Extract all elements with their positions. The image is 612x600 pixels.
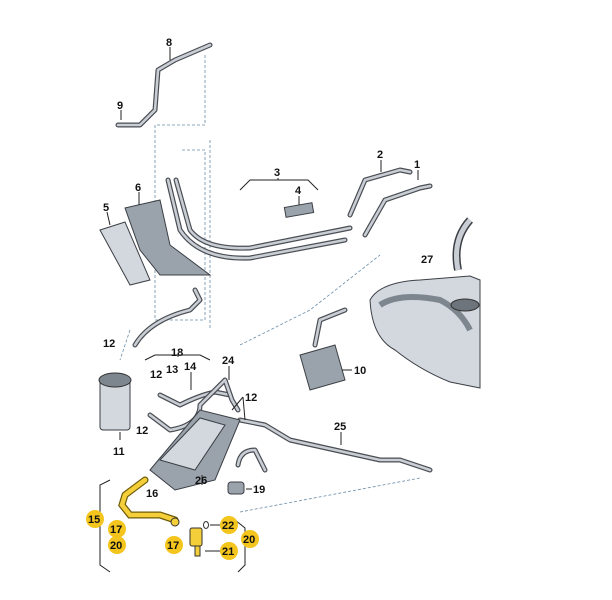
- label-6: 6: [135, 182, 141, 194]
- brackets: [99, 199, 212, 286]
- label-1: 1: [414, 159, 420, 171]
- label-17: 17: [110, 524, 122, 536]
- label-13: 13: [166, 364, 178, 376]
- label-19: 19: [253, 484, 265, 496]
- label-4: 4: [295, 185, 302, 197]
- fuel-tank: [369, 217, 481, 389]
- label-17: 17: [167, 540, 179, 552]
- label-27: 27: [421, 254, 433, 266]
- part-labels: 1 2 3 4 5 6 8 9 10 11 12 12 12 12 13 14 …: [103, 37, 433, 500]
- label-5: 5: [103, 202, 109, 214]
- label-20: 20: [110, 540, 122, 552]
- label-12: 12: [150, 369, 162, 381]
- pump-unit: [299, 307, 348, 391]
- label-22: 22: [222, 520, 234, 532]
- label-12: 12: [136, 425, 148, 437]
- label-12: 12: [103, 338, 115, 350]
- clip: [227, 481, 245, 495]
- label-9: 9: [117, 100, 123, 112]
- label-10: 10: [354, 365, 366, 377]
- fuel-line-upper: [115, 42, 213, 128]
- control-module: [149, 409, 241, 491]
- label-14: 14: [184, 361, 197, 373]
- label-24: 24: [222, 355, 235, 367]
- fuel-filter: [98, 372, 132, 431]
- label-3: 3: [274, 167, 280, 179]
- label-21: 21: [222, 546, 234, 558]
- label-2: 2: [377, 149, 383, 161]
- label-26: 26: [195, 475, 207, 487]
- label-12: 12: [245, 392, 257, 404]
- highlighted-labels: 15 17 20 17 22 20 21: [86, 510, 259, 560]
- label-25: 25: [334, 421, 346, 433]
- fuel-lines-main: [165, 167, 433, 261]
- label-18: 18: [171, 347, 183, 359]
- highlighted-hose: [118, 476, 209, 557]
- label-8: 8: [166, 37, 172, 49]
- label-11: 11: [113, 446, 125, 458]
- reference-lines: [119, 55, 421, 513]
- label-16: 16: [146, 488, 158, 500]
- label-15: 15: [88, 514, 100, 526]
- label-20: 20: [243, 534, 255, 546]
